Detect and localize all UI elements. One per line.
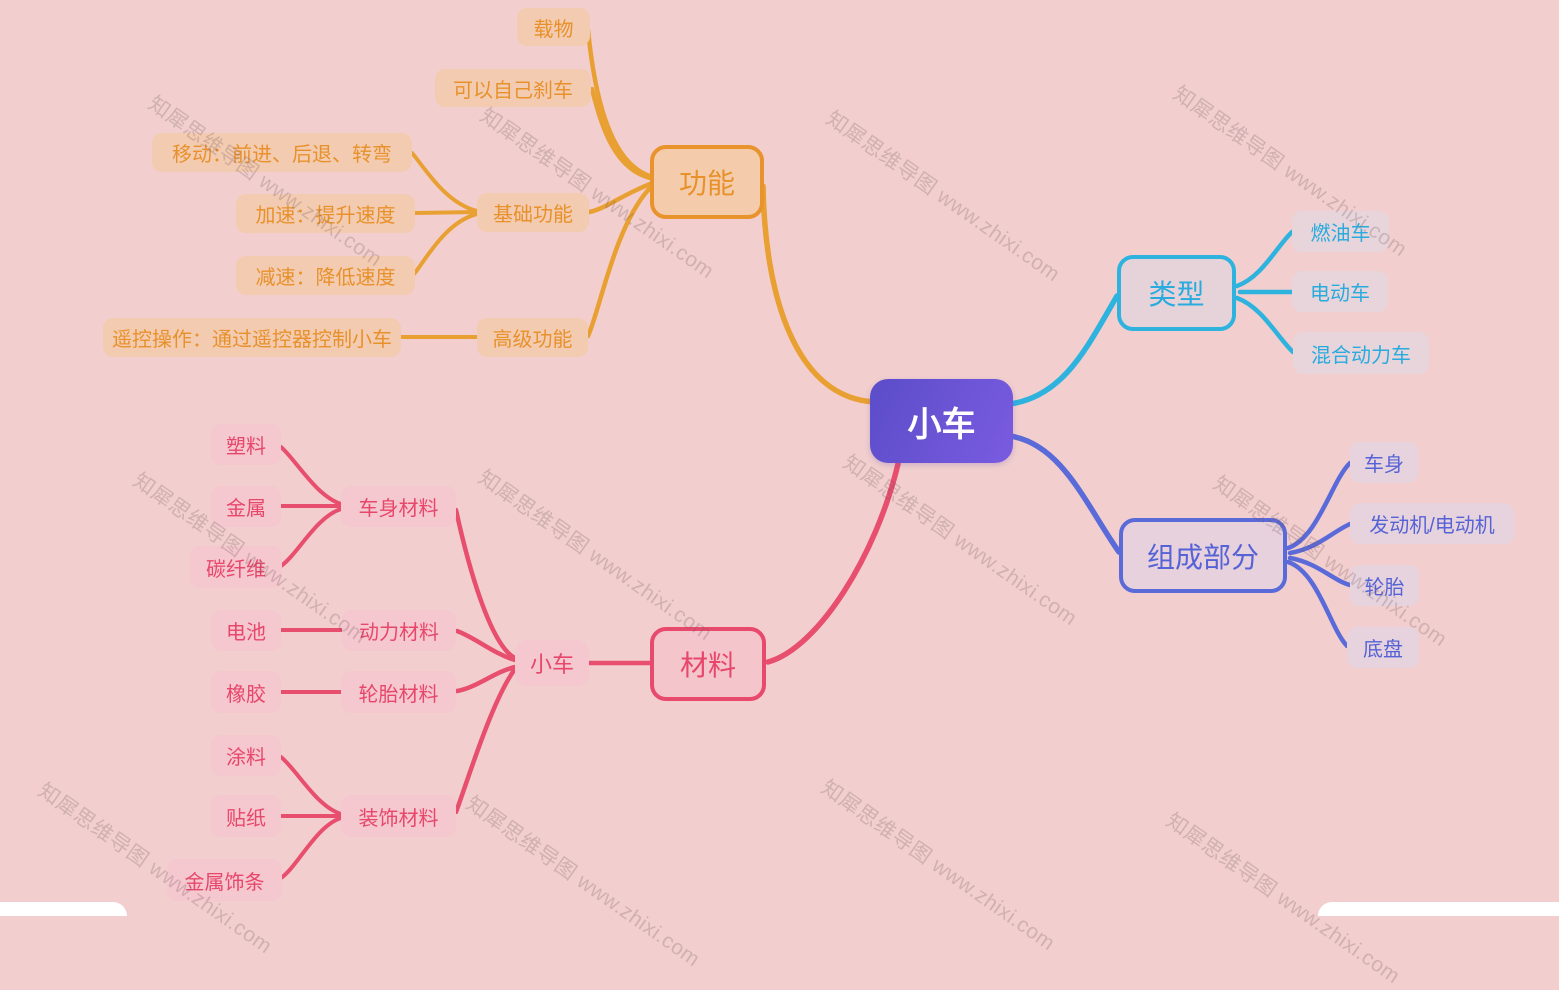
topic-jinshu[interactable]: 金属	[211, 486, 281, 527]
edge-leixing-ranyou	[1234, 229, 1295, 289]
topic-zhuangshicailiao[interactable]: 装饰材料	[341, 795, 456, 837]
edge-root-gongneng	[760, 183, 878, 405]
topic-luntaicailiao[interactable]: 轮胎材料	[341, 671, 456, 713]
edge-cheshencailiao-tanxianwei	[279, 507, 343, 568]
topic-tiezhi[interactable]: 贴纸	[211, 795, 281, 837]
root-topic-xiaoche[interactable]: 小车	[870, 379, 1013, 463]
edge-root-zucheng	[1007, 433, 1122, 555]
edge-zhuangshicailiao-jinshushitiao	[279, 816, 343, 880]
topic-yaokongcaozuo[interactable]: 遥控操作：通过遥控器控制小车	[103, 318, 401, 357]
topic-tanxianwei[interactable]: 碳纤维	[190, 546, 282, 588]
bottom-left-toolbar-panel	[0, 902, 127, 916]
edge-xiaoche-donglicailiao	[454, 628, 518, 663]
topic-cheshen[interactable]: 车身	[1350, 442, 1418, 483]
topic-hunhedongliche[interactable]: 混合动力车	[1293, 332, 1429, 374]
edge-cheshencailiao-suliao	[279, 445, 343, 506]
edge-zucheng-fadongji	[1287, 521, 1353, 556]
topic-leixing[interactable]: 类型	[1117, 255, 1236, 331]
topic-jichugongneng[interactable]: 基础功能	[477, 193, 589, 232]
topic-gongneng[interactable]: 功能	[650, 145, 764, 219]
edge-leixing-hunhe	[1234, 295, 1296, 355]
topic-gaojigongneng[interactable]: 高级功能	[477, 318, 588, 357]
edge-gongneng-shache	[589, 86, 653, 181]
topic-xiaoche-sub[interactable]: 小车	[515, 640, 589, 686]
topic-jinshushitiao[interactable]: 金属饰条	[167, 859, 282, 901]
edge-gongneng-jichu	[586, 181, 653, 215]
edge-jichu-jiasu	[413, 210, 479, 215]
bottom-right-toolbar-panel	[1318, 902, 1559, 916]
edge-zucheng-cheshen	[1285, 460, 1353, 551]
topic-jiansu[interactable]: 减速：降低速度	[236, 256, 415, 295]
topic-dipan[interactable]: 底盘	[1347, 627, 1419, 668]
topic-diandongche[interactable]: 电动车	[1292, 271, 1388, 312]
edge-zhuangshicailiao-tuliao	[279, 755, 343, 816]
topic-dianchi[interactable]: 电池	[211, 610, 281, 651]
topic-yidong[interactable]: 移动：前进、后退、转弯	[152, 133, 412, 172]
topic-fadongji-diandongji[interactable]: 发动机/电动机	[1350, 503, 1514, 544]
edge-root-cailiao	[765, 461, 901, 665]
edge-xiaoche-cheshencailiao	[453, 507, 518, 661]
topic-suliao[interactable]: 塑料	[211, 424, 281, 465]
edge-gongneng-gaoji	[585, 185, 653, 339]
edge-xiaoche-luntaicailiao	[454, 664, 518, 694]
edge-jichu-yidong	[410, 151, 479, 213]
topic-jiasu[interactable]: 加速：提升速度	[236, 194, 415, 233]
edge-zucheng-dipan	[1285, 559, 1350, 649]
topic-zuchengbufen[interactable]: 组成部分	[1119, 518, 1287, 593]
topic-luntai[interactable]: 轮胎	[1350, 565, 1419, 606]
topic-tuliao[interactable]: 涂料	[211, 735, 281, 776]
edge-root-leixing	[1007, 293, 1120, 407]
topic-keyizijishache[interactable]: 可以自己刹车	[435, 69, 591, 107]
topic-cheshencailiao[interactable]: 车身材料	[341, 486, 456, 527]
topic-donglicailiao[interactable]: 动力材料	[342, 610, 456, 651]
edge-gongneng-zaiwu	[585, 27, 653, 179]
topic-cailiao[interactable]: 材料	[650, 627, 766, 701]
connector-layer	[279, 27, 1353, 880]
topic-ranyouche[interactable]: 燃油车	[1292, 211, 1389, 252]
topic-zaiwu[interactable]: 载物	[517, 8, 590, 46]
edge-xiaoche-zhuangshicailiao	[453, 666, 518, 815]
edge-zucheng-luntai	[1287, 555, 1353, 588]
edge-jichu-jiansu	[412, 212, 479, 276]
topic-xiangjiao[interactable]: 橡胶	[211, 671, 281, 713]
